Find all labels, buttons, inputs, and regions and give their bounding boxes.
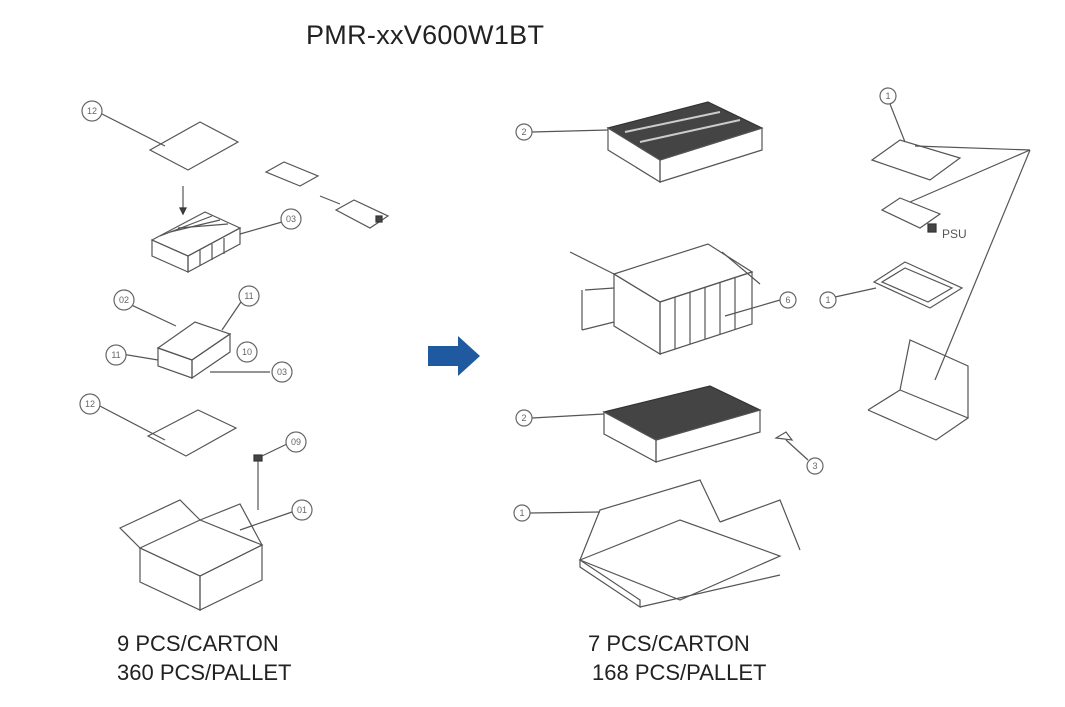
left-pcs-per-pallet: 360 PCS/PALLET [117, 660, 292, 685]
right-bottom-tray [531, 385, 809, 464]
left-inner-box [121, 295, 270, 380]
right-top-tray [531, 101, 764, 184]
callout-label: 12 [87, 106, 97, 116]
callout-label: 09 [291, 437, 301, 447]
right-carton [529, 479, 801, 609]
left-pcs-per-carton: 9 PCS/CARTON [117, 631, 279, 656]
callout-label: 12 [85, 399, 95, 409]
right-accessories: PSU [834, 103, 1031, 441]
right-pcs-per-carton: 7 PCS/CARTON [588, 631, 750, 656]
left-carton [118, 499, 293, 611]
callout-label: 02 [119, 295, 129, 305]
left-battery-block [150, 211, 283, 274]
left-small-modules [264, 161, 390, 229]
right-cell-pack [569, 243, 781, 356]
right-pcs-per-pallet: 168 PCS/PALLET [592, 660, 767, 685]
left-bottom-sheet [95, 403, 288, 510]
callout-label: 1 [825, 295, 830, 305]
right-callouts: 2 6 2 3 1 1 1 [513, 87, 897, 522]
callout-label: 6 [785, 295, 790, 305]
callout-label: 10 [242, 347, 252, 357]
callout-label: 2 [521, 127, 526, 137]
callout-label: 01 [297, 505, 307, 515]
callout-label: 11 [244, 291, 253, 301]
callout-label: 1 [885, 91, 890, 101]
callout-label: 1 [519, 508, 524, 518]
right-arrow-icon [428, 336, 480, 376]
callout-label: 2 [521, 413, 526, 423]
diagram-title: PMR-xxV600W1BT [306, 20, 545, 50]
callout-label: 03 [286, 214, 296, 224]
callout-label: 11 [111, 350, 120, 360]
left-callouts: 12 03 02 11 11 10 03 12 09 01 [79, 100, 313, 521]
left-top-sheet [99, 112, 240, 171]
left-packing-caption: 9 PCS/CARTON 360 PCS/PALLET [117, 629, 291, 687]
callout-label: 03 [277, 367, 287, 377]
psu-label: PSU [942, 227, 967, 241]
right-packing-caption: 7 PCS/CARTON 168 PCS/PALLET [588, 629, 766, 687]
callout-label: 3 [812, 461, 817, 471]
